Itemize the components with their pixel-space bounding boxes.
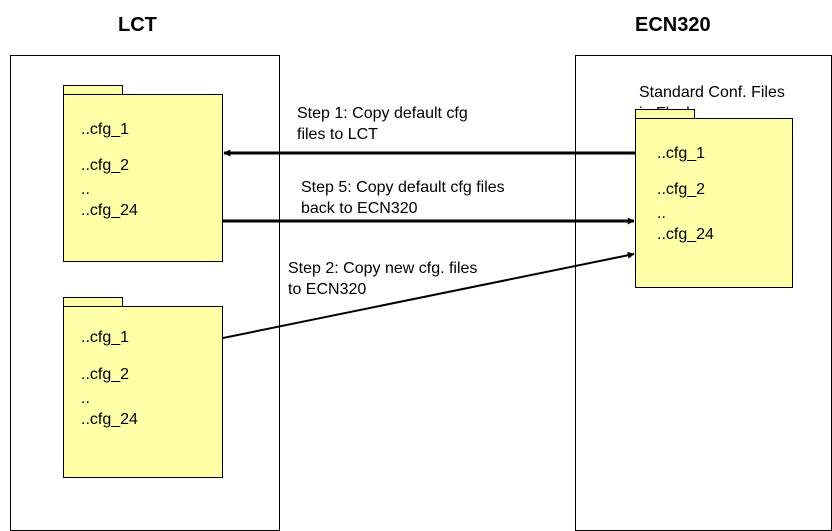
ecn320-folder-file1: ..cfg_1	[657, 145, 706, 162]
ecn320-title: ECN320	[635, 14, 711, 36]
step2-arrow	[222, 251, 635, 339]
lct-folder1-file24: ..cfg_24	[81, 202, 138, 219]
ecn320-folder	[635, 118, 793, 288]
step5-label-line1: Step 5: Copy default cfg files	[301, 179, 505, 196]
ecn320-folder-ellipsis: ..	[657, 205, 666, 222]
ecn320-caption-line1: Standard Conf. Files	[639, 84, 785, 101]
lct-folder2-file24: ..cfg_24	[81, 411, 138, 428]
lct-folder2-file2: ..cfg_2	[81, 366, 130, 383]
lct-folder1-ellipsis: ..	[81, 181, 90, 198]
step1-label-line2: files to LCT	[297, 126, 378, 143]
ecn320-folder-file24: ..cfg_24	[657, 226, 714, 243]
lct-folder1-file1: ..cfg_1	[81, 121, 130, 138]
ecn320-folder-file2: ..cfg_2	[657, 181, 706, 198]
lct-folder1-file2: ..cfg_2	[81, 157, 130, 174]
lct-folder2-ellipsis: ..	[81, 390, 90, 407]
lct-folder1	[63, 94, 223, 262]
step2-label-line1: Step 2: Copy new cfg. files	[288, 260, 478, 277]
step2-label-line2: to ECN320	[288, 281, 367, 298]
lct-folder2-file1: ..cfg_1	[81, 329, 130, 346]
lct-title: LCT	[118, 14, 157, 36]
lct-folder2	[63, 306, 223, 478]
step1-label-line1: Step 1: Copy default cfg	[297, 105, 468, 122]
step5-label-line2: back to ECN320	[301, 200, 418, 217]
